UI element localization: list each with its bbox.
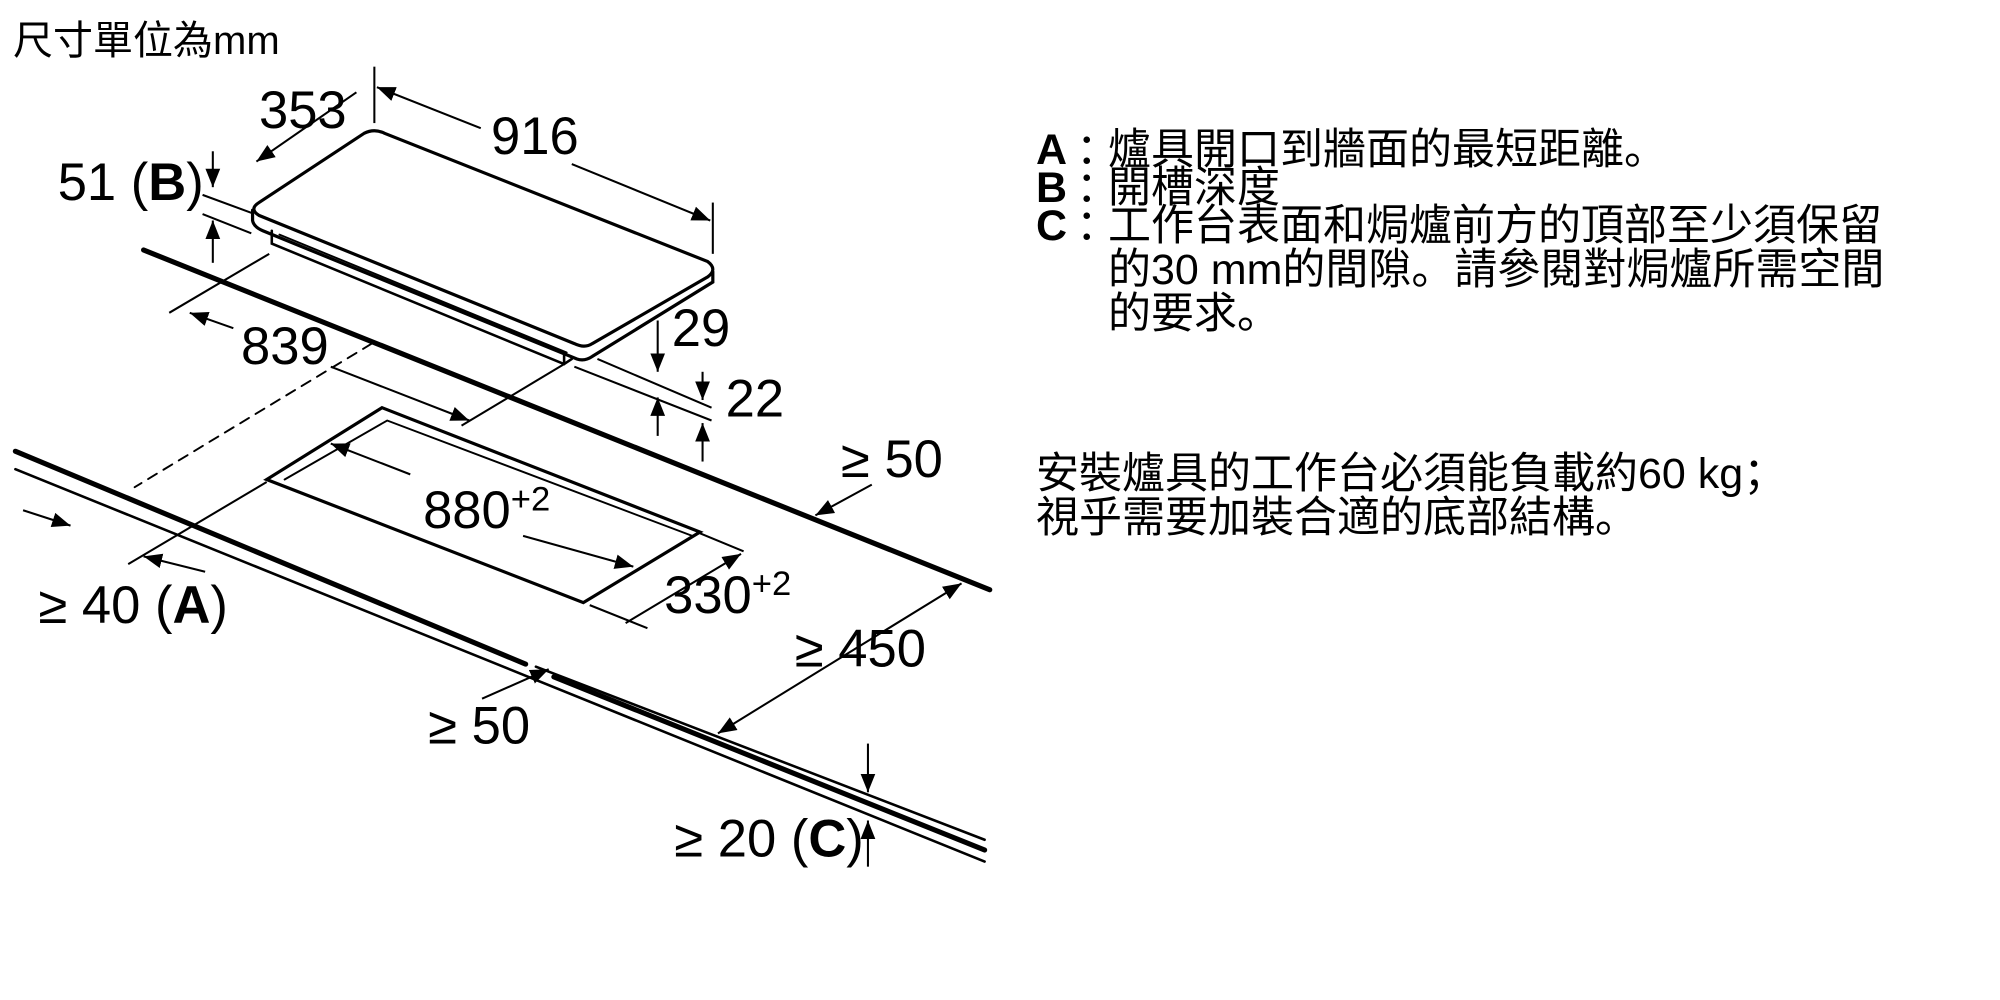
legend-text: 爐具開口到牆面的最短距離。 bbox=[1108, 126, 1667, 174]
dim-51-extension-top bbox=[202, 193, 252, 214]
counter-back-edge bbox=[141, 247, 993, 593]
hob-top bbox=[252, 129, 715, 348]
cutout-inner-edge bbox=[283, 419, 694, 537]
legend-colon: ： bbox=[1076, 202, 1119, 250]
legend: A：爐具開口到牆面的最短距離。 B：開槽深度 C： 工作台表面和焗爐前方的頂部至… bbox=[1036, 128, 1884, 336]
dim-40-arrow-left bbox=[22, 509, 71, 527]
hob-body bbox=[270, 229, 574, 366]
dim-839-line bbox=[168, 252, 270, 314]
legend-text: 的30 mm的間隙。請參閱對焗爐所需空間 bbox=[1108, 246, 1885, 294]
oven-front-line bbox=[534, 665, 986, 842]
dim-916: 916 bbox=[491, 107, 579, 166]
dim-51-extension-bottom bbox=[202, 213, 252, 235]
hob-edge bbox=[250, 208, 715, 362]
dim-330: 330+2 bbox=[664, 565, 791, 625]
units-title: 尺寸單位為mm bbox=[13, 19, 280, 63]
legend-item-b: B：開槽深度 bbox=[1036, 166, 1884, 210]
hob-body-edge bbox=[278, 233, 568, 354]
dim-22-extension bbox=[597, 358, 712, 409]
load-note-line: 視乎需要加裝合適的底部結構。 bbox=[1036, 494, 1638, 542]
counter-front-edge-upper bbox=[12, 448, 529, 667]
dim-880-arrow-left bbox=[330, 442, 411, 476]
dim-40-a: ≥ 40 (A) bbox=[38, 576, 227, 635]
legend-text: 的要求。 bbox=[1108, 290, 1280, 338]
dim-880-arrow-right bbox=[522, 534, 634, 569]
dim-330-extension-back bbox=[699, 532, 744, 553]
load-note: 安裝爐具的工作台必須能負載約60 kg； 視乎需要加裝合適的底部結構。 bbox=[1036, 452, 1786, 540]
dim-353: 353 bbox=[259, 81, 347, 140]
dim-330-extension-front bbox=[589, 604, 648, 630]
dim-50-back-arrow bbox=[814, 483, 873, 517]
legend-text: 工作台表面和焗爐前方的頂部至少須保留 bbox=[1108, 202, 1882, 250]
dim-50-front: ≥ 50 bbox=[428, 697, 530, 756]
dim-330-arrow bbox=[625, 552, 742, 624]
dim-20-c: ≥ 20 (C) bbox=[674, 809, 863, 868]
cutout-outline bbox=[263, 405, 704, 605]
dim-40-arrow-right bbox=[143, 553, 206, 573]
legend-item-c: C： 工作台表面和焗爐前方的頂部至少須保留 的30 mm的間隙。請參閱對焗爐所需… bbox=[1036, 204, 1884, 336]
dim-839-extension bbox=[461, 363, 565, 427]
counter-front-edge-upper-2 bbox=[551, 674, 988, 853]
legend-item-a: A：爐具開口到牆面的最短距離。 bbox=[1036, 128, 1884, 172]
dim-50-front-arrow bbox=[481, 668, 550, 700]
dim-839: 839 bbox=[241, 317, 329, 376]
dim-353-line bbox=[255, 91, 357, 163]
dim-22: 22 bbox=[726, 370, 784, 429]
dim-916-line-2 bbox=[571, 163, 711, 222]
dim-916-line bbox=[376, 86, 482, 130]
dim-450: ≥ 450 bbox=[795, 620, 926, 679]
dim-450-arrow bbox=[717, 582, 963, 735]
dim-839-arrow-right bbox=[330, 365, 470, 422]
legend-text: 開槽深度 bbox=[1108, 164, 1280, 212]
dim-839-arrow-left bbox=[189, 311, 234, 330]
legend-key: C bbox=[1036, 202, 1068, 250]
legend-key: B bbox=[1036, 164, 1068, 212]
dim-29-extension bbox=[573, 365, 712, 422]
dim-50-back: ≥ 50 bbox=[841, 430, 943, 489]
legend-text-block: 工作台表面和焗爐前方的頂部至少須保留 的30 mm的間隙。請參閱對焗爐所需空間 … bbox=[1108, 204, 1884, 336]
dim-880: 880+2 bbox=[423, 480, 550, 540]
dim-40-extension bbox=[127, 481, 268, 565]
dim-29: 29 bbox=[672, 299, 730, 358]
dim-51-b: 51 (B) bbox=[58, 153, 204, 212]
legend-key: A bbox=[1036, 126, 1068, 174]
load-note-line: 安裝爐具的工作台必須能負載約60 kg； bbox=[1036, 450, 1787, 498]
